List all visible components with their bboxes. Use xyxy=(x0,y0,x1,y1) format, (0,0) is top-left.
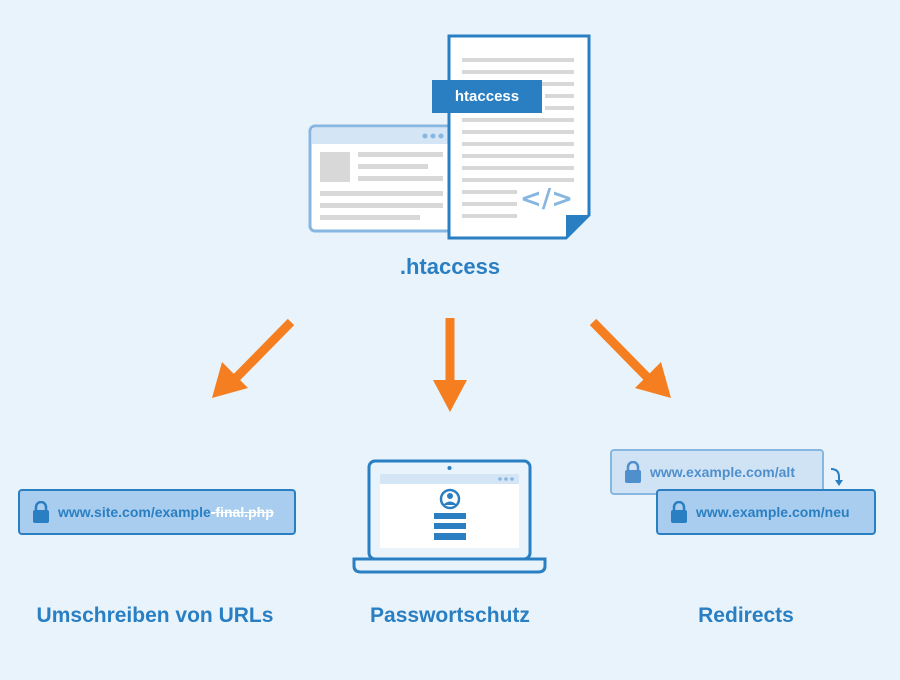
htaccess-badge xyxy=(432,80,542,113)
code-icon: </> xyxy=(520,184,574,214)
redirect-arrow-icon xyxy=(830,468,840,481)
arrow-down-icon xyxy=(433,318,467,412)
document-icon xyxy=(432,34,591,240)
caption-url-rewrite: Umschreiben von URLs xyxy=(36,604,274,627)
rewrite-url-text: www.site.com/example xyxy=(58,504,211,520)
lock-icon xyxy=(625,461,641,483)
arrow-left-icon xyxy=(212,318,295,398)
page-title: .htaccess xyxy=(399,254,501,279)
htaccess-badge-label: htaccess xyxy=(454,88,520,105)
redirect-new-url: www.example.com/neu xyxy=(696,504,850,520)
browser-window-icon xyxy=(308,124,462,233)
laptop-icon xyxy=(352,459,547,574)
rewrite-url-removed: -final.php xyxy=(210,504,274,520)
lock-icon xyxy=(33,501,49,523)
lock-icon xyxy=(671,501,687,523)
rewrite-url-bar: www.site.com/example-final.php xyxy=(18,489,296,535)
caption-redirects: Redirects xyxy=(698,604,794,627)
arrow-right-icon xyxy=(589,318,671,398)
user-login-icon xyxy=(434,488,466,540)
redirect-old-url: www.example.com/alt xyxy=(650,464,795,480)
redirect-old-url-bar: www.example.com/alt xyxy=(610,449,824,495)
caption-password: Passwortschutz xyxy=(370,604,530,627)
redirect-new-url-bar: www.example.com/neu xyxy=(656,489,876,535)
